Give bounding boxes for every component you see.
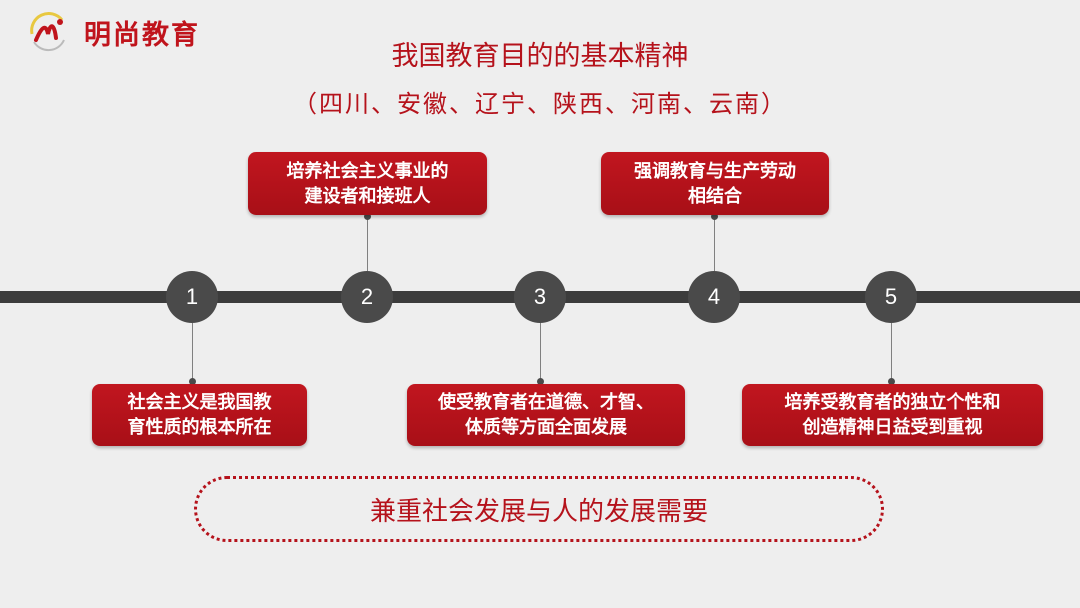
timeline-node-2: 2	[341, 271, 393, 323]
point-text-line: 培养社会主义事业的	[286, 160, 449, 182]
summary-text: 兼重社会发展与人的发展需要	[369, 496, 708, 527]
timeline-node-1: 1	[166, 271, 218, 323]
page-title: 我国教育目的的基本精神	[391, 41, 689, 72]
point-box-4: 强调教育与生产劳动 相结合	[601, 152, 829, 215]
point-box-5: 培养受教育者的独立个性和 创造精神日益受到重视	[742, 384, 1043, 446]
point-text-line: 强调教育与生产劳动	[634, 160, 796, 182]
timeline-node-5: 5	[865, 271, 917, 323]
connector-dot-2	[364, 213, 371, 220]
logo: 明尚教育	[26, 10, 200, 54]
connector-2	[367, 215, 368, 271]
point-text-line: 建设者和接班人	[304, 185, 431, 207]
brand-name: 明尚教育	[84, 19, 200, 51]
point-text-line: 使受教育者在道德、才智、	[438, 392, 654, 413]
point-text-line: 体质等方面全面发展	[465, 417, 627, 438]
timeline-node-4: 4	[688, 271, 740, 323]
point-box-1: 社会主义是我国教 育性质的根本所在	[92, 384, 307, 446]
connector-5	[891, 323, 892, 383]
mingshang-logo-icon	[26, 10, 70, 54]
connector-dot-3	[537, 378, 544, 385]
point-box-3: 使受教育者在道德、才智、 体质等方面全面发展	[407, 384, 685, 446]
point-text-line: 相结合	[688, 185, 742, 207]
point-box-2: 培养社会主义事业的 建设者和接班人	[248, 152, 487, 215]
summary-banner: 兼重社会发展与人的发展需要	[194, 476, 884, 542]
point-text-line: 社会主义是我国教	[127, 392, 272, 413]
point-text-line: 育性质的根本所在	[127, 417, 272, 438]
point-text-line: 创造精神日益受到重视	[802, 417, 983, 438]
connector-4	[714, 215, 715, 271]
connector-dot-1	[189, 378, 196, 385]
connector-3	[540, 323, 541, 383]
connector-dot-4	[711, 213, 718, 220]
connector-dot-5	[888, 378, 895, 385]
point-text-line: 培养受教育者的独立个性和	[784, 392, 1001, 413]
timeline-node-3: 3	[514, 271, 566, 323]
connector-1	[192, 323, 193, 383]
page-subtitle: （四川、安徽、辽宁、陕西、河南、云南）	[293, 90, 787, 118]
